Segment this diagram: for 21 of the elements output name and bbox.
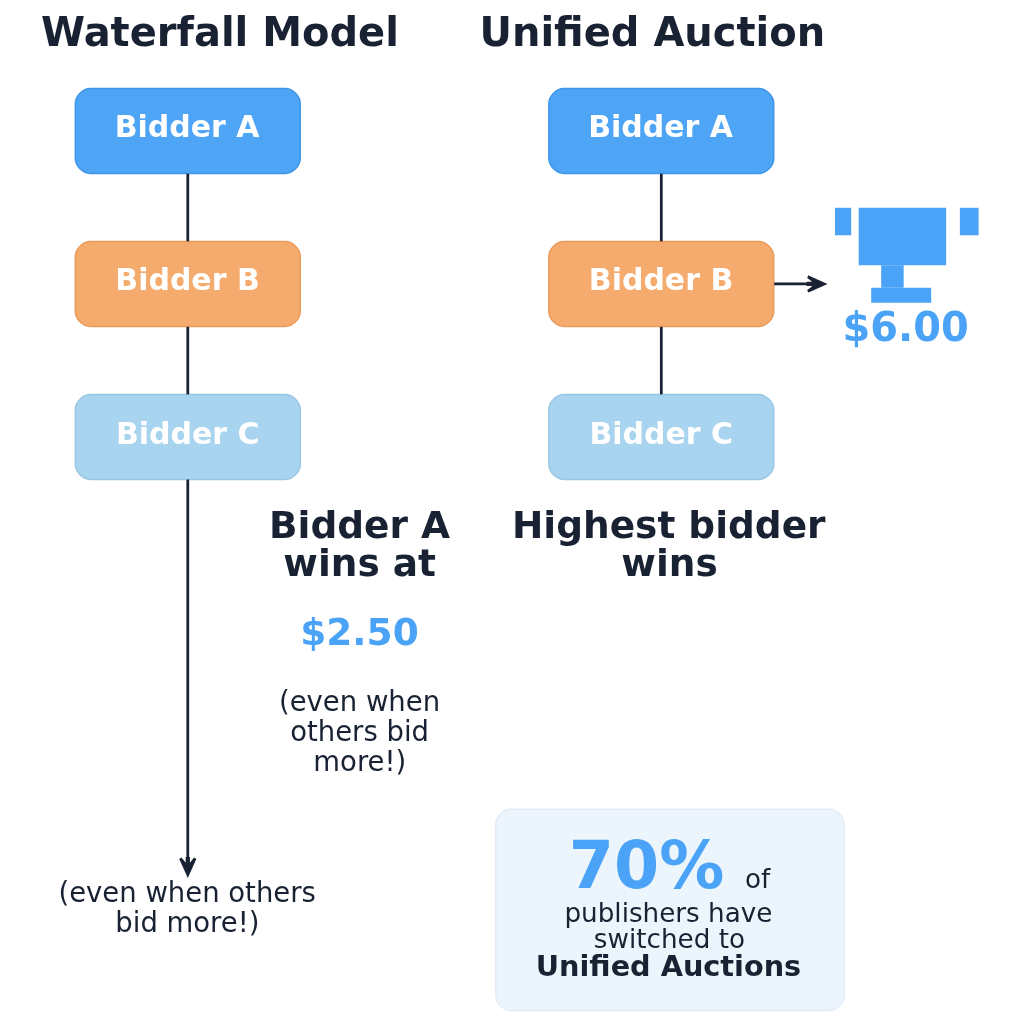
label: $2.50 [300, 610, 419, 655]
connector [186, 326, 190, 395]
label: Waterfall Model [40, 8, 399, 55]
arrow [774, 275, 826, 293]
connector [659, 326, 663, 395]
node-box: Bidder C [74, 393, 301, 481]
label: Highest bidder wins [512, 503, 826, 585]
connector [186, 173, 190, 242]
arrow [179, 479, 197, 877]
label: (even when others bid more!) [279, 685, 441, 778]
node-box: Bidder C [548, 393, 775, 481]
node-box: Bidder A [548, 87, 775, 175]
label: Unified Auction [479, 8, 826, 55]
label: Bidder A wins at [269, 503, 450, 585]
node-box: Bidder B [548, 240, 775, 328]
node-text: (even when others bid more!) [58, 875, 316, 938]
node-box: 70% of publishers have switched to Unified Auctions [495, 808, 846, 1012]
node-label: $6.00 [842, 303, 969, 350]
node-box: Bidder B [74, 240, 301, 328]
node-box: Bidder A [74, 87, 301, 175]
connector [659, 173, 663, 242]
